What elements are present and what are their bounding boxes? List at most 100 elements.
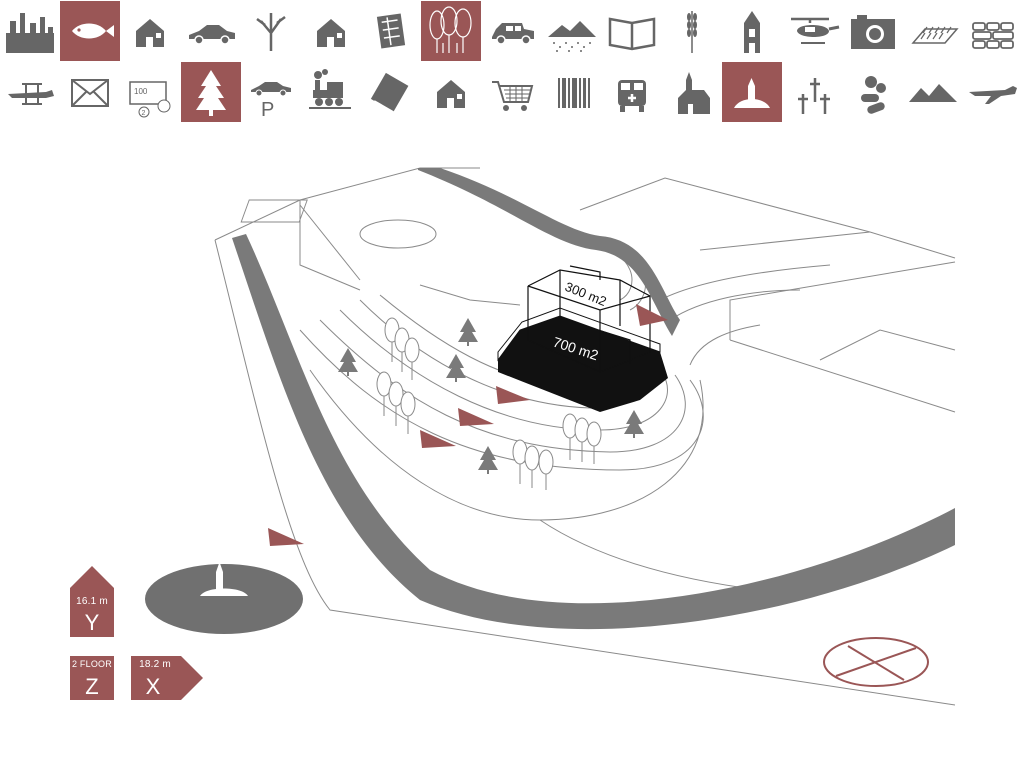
toolbar-tile-wheat[interactable]	[662, 1, 722, 61]
toolbar-tile-helicopter[interactable]	[783, 1, 843, 61]
toolbar-tile-forest[interactable]	[421, 1, 482, 61]
toolbar-tile-car-parking[interactable]: P	[241, 62, 301, 122]
envelope-icon	[71, 79, 110, 107]
x-dimension-badge[interactable]: 18.2 m X	[131, 656, 203, 700]
y-dimension-badge[interactable]: 16.1 m Y	[70, 566, 114, 637]
location-marker[interactable]	[145, 564, 303, 634]
tree-cluster	[512, 439, 554, 490]
badge-shape	[70, 566, 114, 637]
pine-tree-icon	[458, 318, 478, 346]
viewpoint-flag[interactable]	[496, 386, 530, 404]
x-dimension-value: 18.2 m	[139, 659, 171, 670]
viewpoint-flag[interactable]	[636, 304, 668, 326]
site-boundary-line	[729, 339, 956, 413]
toolbar-tile-airplane[interactable]	[963, 62, 1023, 122]
viewpoint-flag[interactable]	[420, 430, 456, 448]
toolbar-tile-convertible-car[interactable]	[181, 1, 241, 61]
tower-icon	[744, 11, 761, 53]
site-boundary-line	[819, 329, 956, 361]
stone-wall-icon	[972, 22, 1015, 49]
access-road	[418, 168, 680, 336]
helicopter-icon	[790, 17, 839, 44]
toolbar-tile-camera[interactable]	[843, 1, 903, 61]
badge-shape	[131, 656, 203, 700]
toolbar-tile-house[interactable]	[120, 1, 180, 61]
compass[interactable]	[823, 637, 929, 687]
building-base-edge	[497, 307, 661, 362]
viewpoint-flag[interactable]	[458, 408, 494, 426]
house-icon	[317, 19, 345, 47]
house-icon	[437, 80, 466, 108]
toolbar-tile-biplane[interactable]	[0, 62, 60, 122]
bare-tree-icon	[256, 13, 286, 51]
toolbar-tile-vintage-car[interactable]	[482, 1, 542, 61]
toolbar-tile-church[interactable]	[662, 62, 722, 122]
roundabout-outline	[359, 219, 437, 249]
convertible-car-icon	[188, 25, 235, 45]
mountains-icon	[909, 84, 957, 102]
z-dimension-value: 2 FLOOR	[72, 659, 112, 669]
biplane-icon	[8, 83, 54, 105]
y-dimension-label: Y	[84, 610, 100, 635]
vintage-car-icon	[491, 23, 534, 45]
site-model-drawing: 300 m2 700 m2	[145, 167, 956, 706]
hill-chapel-icon	[200, 562, 248, 596]
pine-tree-icon	[624, 410, 644, 438]
site-boundary-line	[729, 261, 956, 340]
barcode-icon	[557, 78, 590, 108]
toolbar-tile-snowy-mountain[interactable]	[542, 1, 602, 61]
pine-tree-icon	[478, 446, 498, 474]
pine-tree-icon	[195, 70, 226, 116]
svg-text:100: 100	[134, 87, 148, 96]
fish-icon	[72, 23, 115, 39]
toolbar-tile-field[interactable]	[903, 1, 963, 61]
toolbar-tile-house[interactable]	[301, 1, 361, 61]
toolbar-tile-ambulance[interactable]	[602, 62, 662, 122]
site-boundary-line	[299, 200, 361, 291]
path-line	[419, 284, 521, 306]
parking-lot-outline	[240, 199, 308, 223]
toolbar-tile-bare-tree[interactable]	[241, 1, 301, 61]
toolbar-tile-barcode[interactable]	[542, 62, 602, 122]
site-model-view: 300 m2 700 m2	[0, 124, 1024, 768]
toolbar-tile-envelope[interactable]	[60, 62, 120, 122]
forest-icon	[429, 6, 472, 53]
toolbar-tile-city-map[interactable]	[361, 1, 421, 61]
svg-text:P: P	[261, 99, 274, 120]
camera-icon	[850, 15, 895, 49]
toolbar-tile-hill-chapel[interactable]	[722, 62, 783, 122]
z-dimension-badge[interactable]: 2 FLOOR Z	[70, 656, 114, 700]
toolbar-tile-city-skyline[interactable]	[0, 1, 60, 61]
tree-cluster	[384, 317, 420, 380]
pine-tree-icon	[446, 354, 466, 382]
pills-icon	[860, 76, 886, 114]
city-map-icon	[377, 13, 406, 49]
toolbar-tile-fish[interactable]	[60, 1, 121, 61]
steam-train-icon	[309, 69, 351, 109]
airplane-icon	[969, 86, 1018, 104]
toolbar-tile-tower[interactable]	[722, 1, 782, 61]
toolbar-tile-cemetery-crosses[interactable]	[783, 62, 843, 122]
cemetery-crosses-icon	[797, 78, 830, 114]
book-icon	[371, 72, 409, 113]
viewpoint-flag[interactable]	[268, 528, 304, 546]
toolbar-tile-pills[interactable]	[843, 62, 903, 122]
contour-line	[299, 329, 704, 471]
toolbar-tile-steam-train[interactable]	[301, 62, 361, 122]
tree-cluster	[562, 413, 602, 464]
contour-line	[539, 519, 761, 591]
toolbar-tile-book[interactable]	[361, 62, 421, 122]
house-icon	[136, 19, 165, 47]
toolbar-tile-open-book[interactable]	[602, 1, 662, 61]
toolbar-tile-house[interactable]	[421, 62, 481, 122]
toolbar-tile-mountains[interactable]	[903, 62, 963, 122]
toolbar-tile-stone-wall[interactable]	[963, 1, 1023, 61]
toolbar-tile-shopping-cart[interactable]	[482, 62, 542, 122]
shopping-cart-icon	[491, 81, 533, 111]
contour-line	[689, 324, 761, 366]
toolbar-tile-pine-tree[interactable]	[180, 62, 241, 122]
site-boundary-line	[579, 177, 956, 259]
